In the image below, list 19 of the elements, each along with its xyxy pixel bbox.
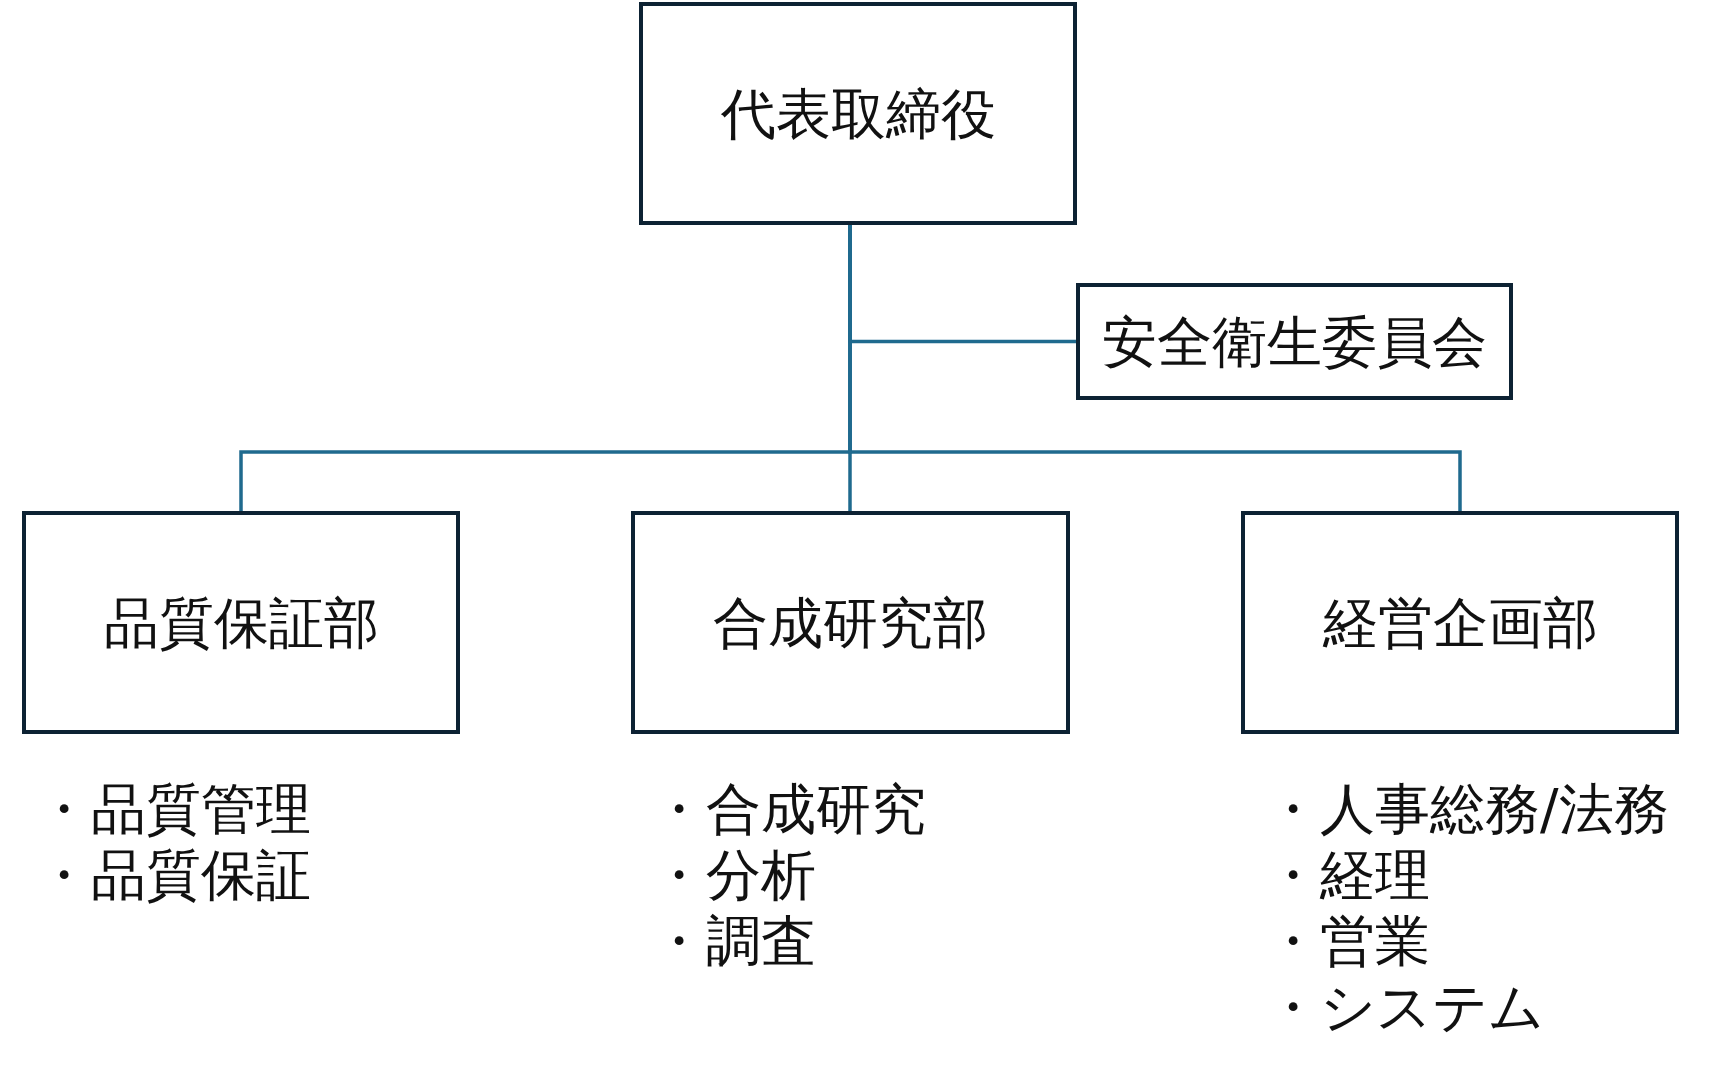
box-label: 経営企画部: [1322, 589, 1598, 656]
list-item: ・品質管理: [36, 776, 311, 842]
org-box: [1241, 511, 1679, 734]
list-item: ・経理: [1265, 842, 1430, 908]
org-box: [631, 511, 1070, 734]
box-label: 代表取締役: [720, 80, 996, 147]
list-item: ・調査: [651, 908, 816, 974]
list-item: ・品質保証: [36, 842, 311, 908]
box-label: 合成研究部: [713, 589, 988, 656]
box-label: 安全衛生委員会: [1102, 308, 1487, 375]
box-label: 品質保証部: [103, 589, 379, 656]
org-box: [1076, 283, 1513, 400]
org-box: [22, 511, 460, 734]
list-item: ・人事総務/法務: [1265, 776, 1669, 842]
list-item: ・システム: [1265, 974, 1544, 1040]
list-item: ・分析: [651, 842, 816, 908]
list-item: ・合成研究: [651, 776, 926, 842]
list-item: ・営業: [1265, 908, 1430, 974]
org-box: [639, 2, 1077, 225]
